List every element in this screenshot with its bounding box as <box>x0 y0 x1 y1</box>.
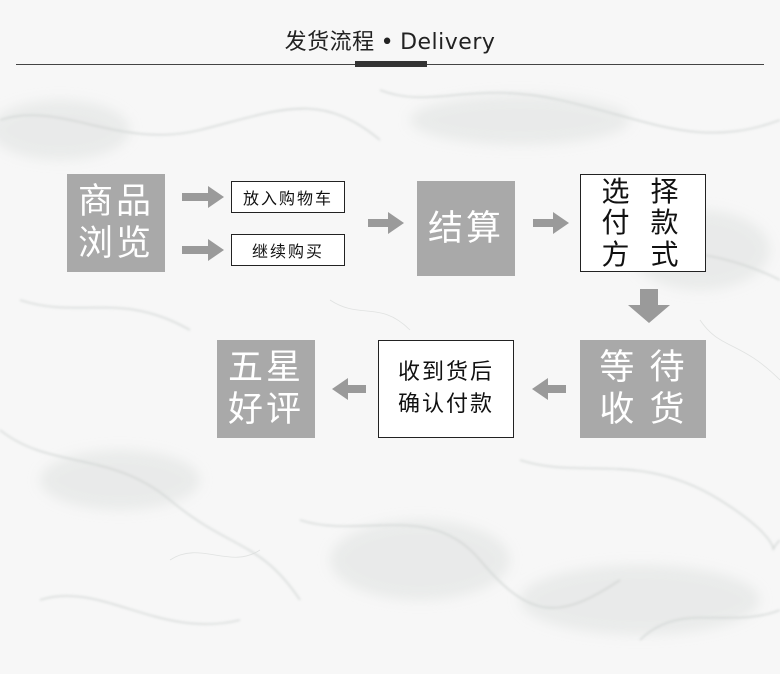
arrow-right-icon <box>368 212 404 234</box>
browse-line-2: 浏览 <box>77 224 154 264</box>
arrow-right-icon <box>533 212 569 234</box>
payment-line-1: 选 择 <box>601 174 685 208</box>
title-divider-accent <box>355 61 427 67</box>
arrow-left-icon <box>532 378 566 400</box>
step-confirm-payment: 收到货后 确认付款 <box>378 340 514 438</box>
payment-line-3: 方 式 <box>601 237 685 271</box>
title-dot: • <box>380 30 395 55</box>
review-line-2: 好评 <box>227 390 304 430</box>
arrow-right-icon <box>182 186 224 208</box>
arrow-left-icon <box>332 378 366 400</box>
step-payment-method: 选 择 付 款 方 式 <box>580 174 706 272</box>
step-checkout: 结算 <box>417 181 515 276</box>
arrow-down-icon <box>628 289 670 323</box>
continue-buy-label: 继续购买 <box>251 242 324 261</box>
page-title: 发货流程•Delivery <box>0 24 780 56</box>
add-cart-label: 放入购物车 <box>242 189 333 208</box>
review-line-1: 五星 <box>227 348 304 388</box>
wait-line-1: 等 待 <box>599 348 687 388</box>
step-browse: 商品 浏览 <box>67 174 165 272</box>
confirm-line-2: 确认付款 <box>397 392 494 417</box>
browse-line-1: 商品 <box>77 182 154 222</box>
step-wait-receive: 等 待 收 货 <box>580 340 706 438</box>
wait-line-2: 收 货 <box>599 390 687 430</box>
step-five-star-review: 五星 好评 <box>217 340 315 438</box>
arrow-right-icon <box>182 239 224 261</box>
title-en: Delivery <box>400 30 496 55</box>
checkout-label: 结算 <box>427 208 504 249</box>
confirm-line-1: 收到货后 <box>397 360 494 386</box>
payment-line-2: 付 款 <box>601 206 685 240</box>
step-continue-buy: 继续购买 <box>231 234 345 266</box>
title-cn: 发货流程 <box>284 30 375 55</box>
step-add-cart: 放入购物车 <box>231 181 345 213</box>
